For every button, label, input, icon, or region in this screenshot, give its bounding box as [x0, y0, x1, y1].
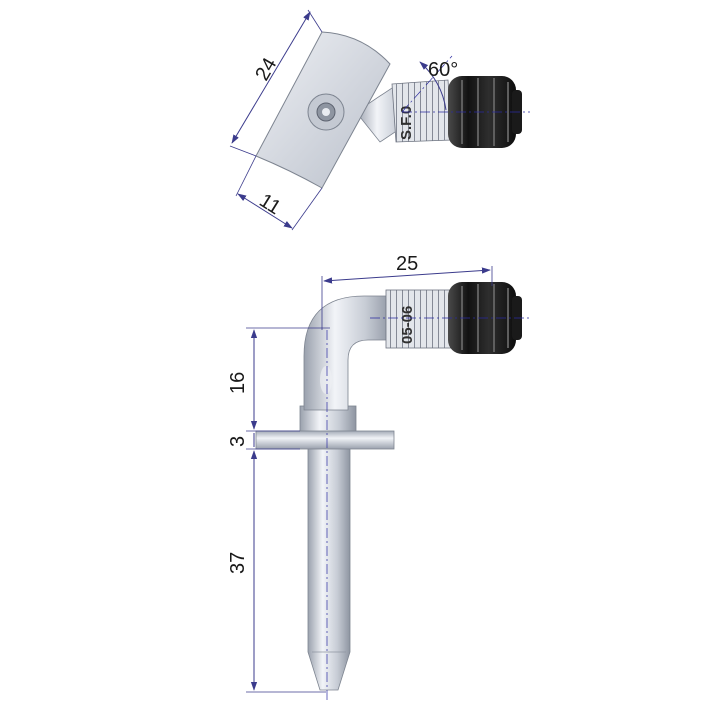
side-view-thread: 05-06	[385, 289, 455, 349]
dim-side-reach-label: 25	[396, 253, 418, 275]
angle-reference-line	[401, 55, 453, 113]
top-view-stem: S.F.0	[355, 79, 453, 143]
dim-top-angle-label: 60°	[428, 59, 458, 81]
top-view: S.F.0 24	[229, 9, 530, 231]
dim-side-vertical: 16 3 37	[227, 327, 330, 693]
dim-top-width-label: 11	[255, 190, 284, 220]
side-view-bend	[303, 295, 393, 411]
side-view-engraving: 05-06	[399, 306, 416, 344]
dim-top-length-label: 24	[251, 54, 281, 84]
dim-side-stem-length-label: 37	[227, 552, 249, 574]
dim-side-reach: 25	[321, 253, 493, 330]
side-view-stem	[307, 447, 351, 691]
top-view-engraving: S.F.0	[398, 106, 415, 140]
side-view: 05-06 25 16	[227, 253, 530, 700]
seat-hole-icon	[307, 93, 345, 131]
dim-side-bend-height-label: 16	[227, 372, 249, 394]
dim-top-angle: 60°	[419, 59, 458, 111]
side-view-flange	[255, 405, 395, 450]
dim-side-flange-thickness-label: 3	[227, 436, 249, 447]
